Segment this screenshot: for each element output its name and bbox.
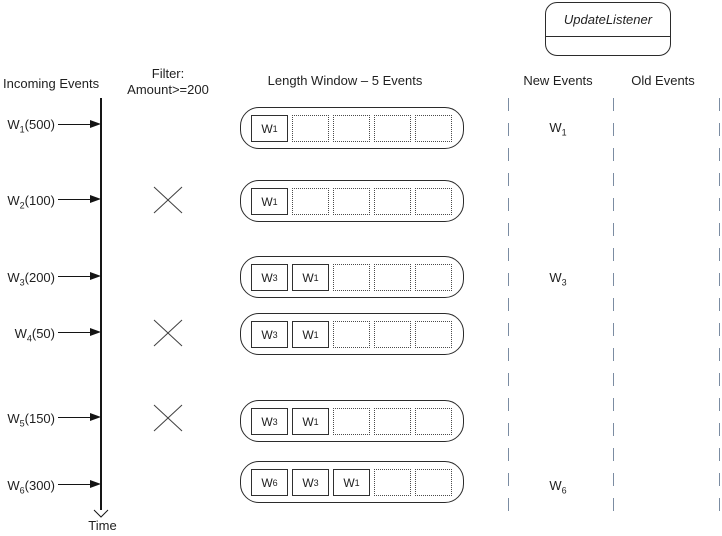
- dashed-separator-left: [508, 98, 509, 516]
- event-label-w4: W4(50): [14, 326, 55, 344]
- time-axis-line: [100, 98, 102, 510]
- event-label-w5: W5(150): [7, 411, 55, 429]
- window-slot-empty: [415, 264, 452, 291]
- window-slot-empty: [374, 115, 411, 142]
- new-event-w3: W3: [549, 270, 567, 288]
- time-axis-arrowhead-icon: [93, 509, 109, 518]
- filter-reject-x-icon: [153, 186, 183, 214]
- event-label-w6: W6(300): [7, 478, 55, 496]
- window-slot-empty: [292, 188, 329, 215]
- window-slot-empty: [333, 115, 370, 142]
- window-slot-empty: [415, 188, 452, 215]
- header-length-window: Length Window – 5 Events: [267, 73, 423, 88]
- dashed-separator-right: [719, 98, 720, 516]
- window-slot-empty: [374, 321, 411, 348]
- window-slot-empty: [333, 188, 370, 215]
- window-slot-empty: [374, 188, 411, 215]
- filter-reject-x-icon: [153, 404, 183, 432]
- window-slot-empty: [333, 264, 370, 291]
- time-axis-label: Time: [88, 518, 117, 533]
- window-slot-empty: [374, 264, 411, 291]
- update-listener-box: UpdateListener: [545, 2, 671, 56]
- dashed-separator-middle: [613, 98, 614, 516]
- window-slot-empty: [415, 408, 452, 435]
- header-old-events: Old Events: [631, 73, 695, 88]
- event-label-w3: W3(200): [7, 270, 55, 288]
- event-label-w1: W1(500): [7, 117, 55, 135]
- window-slot-empty: [415, 321, 452, 348]
- window-slot-empty: [415, 115, 452, 142]
- header-incoming-events: Incoming Events: [3, 76, 100, 91]
- window-slot-empty: [374, 408, 411, 435]
- event-label-w2: W2(100): [7, 193, 55, 211]
- window-slot-empty: [292, 115, 329, 142]
- window-slot-empty: [374, 469, 411, 496]
- header-filter-line2: Amount>=200: [127, 82, 209, 97]
- window-slot-empty: [415, 469, 452, 496]
- update-listener-title: UpdateListener: [546, 3, 670, 37]
- window-slot-empty: [333, 321, 370, 348]
- header-filter-line1: Filter:: [151, 66, 185, 81]
- new-event-w1: W1: [549, 120, 567, 138]
- window-slot-empty: [333, 408, 370, 435]
- header-filter: Filter: Amount>=200: [118, 66, 218, 98]
- filter-reject-x-icon: [153, 319, 183, 347]
- header-new-events: New Events: [523, 73, 593, 88]
- new-event-w6: W6: [549, 478, 567, 496]
